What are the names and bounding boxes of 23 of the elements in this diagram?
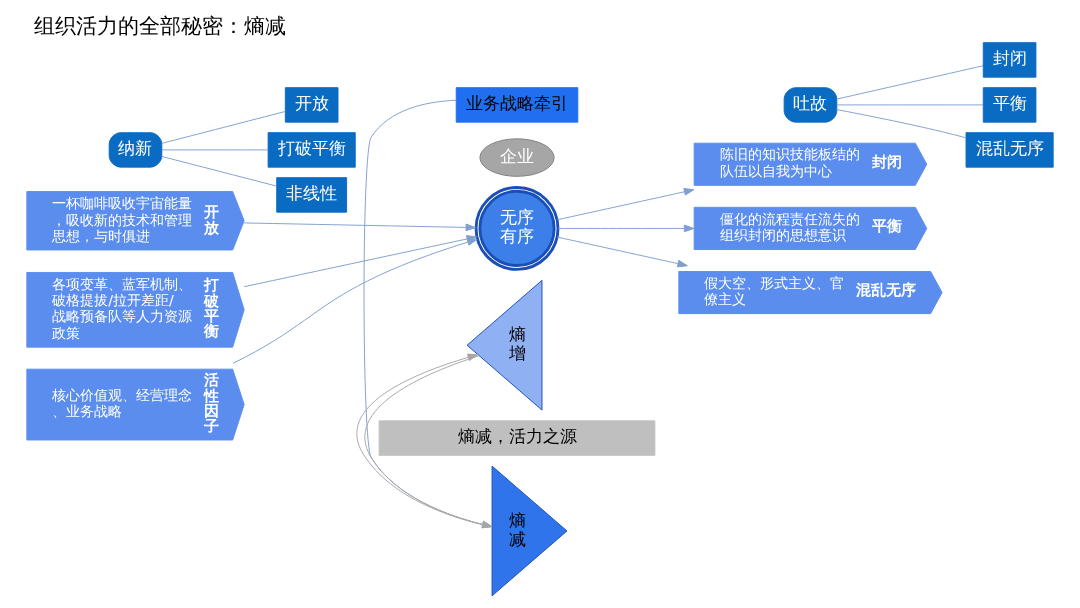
node-ellipse: 企业 (479, 138, 555, 177)
node-box: 纳新 (108, 132, 163, 168)
arrow (557, 224, 695, 233)
node-box: 封闭 (982, 42, 1037, 78)
connector (836, 109, 967, 139)
arrow (556, 188, 695, 221)
connector (836, 65, 984, 100)
connector (836, 104, 984, 106)
connector (161, 149, 269, 151)
arrow (243, 222, 477, 232)
node-box: 非线性 (276, 177, 348, 213)
node-box: 开放 (284, 87, 339, 123)
node-box: 混乱无序 (965, 132, 1054, 168)
node-box: 熵减，活力之源 (378, 420, 656, 456)
arrow (232, 238, 478, 364)
arrow (556, 236, 688, 268)
node-box: 打破平衡 (267, 132, 356, 168)
node-box: 平衡 (982, 87, 1037, 123)
connector (161, 156, 277, 187)
node-box: 业务战略牵引 (455, 87, 579, 123)
node-box: 吐故 (783, 87, 838, 123)
connector (161, 111, 286, 144)
diagram-title: 组织活力的全部秘密：熵减 (33, 12, 286, 38)
